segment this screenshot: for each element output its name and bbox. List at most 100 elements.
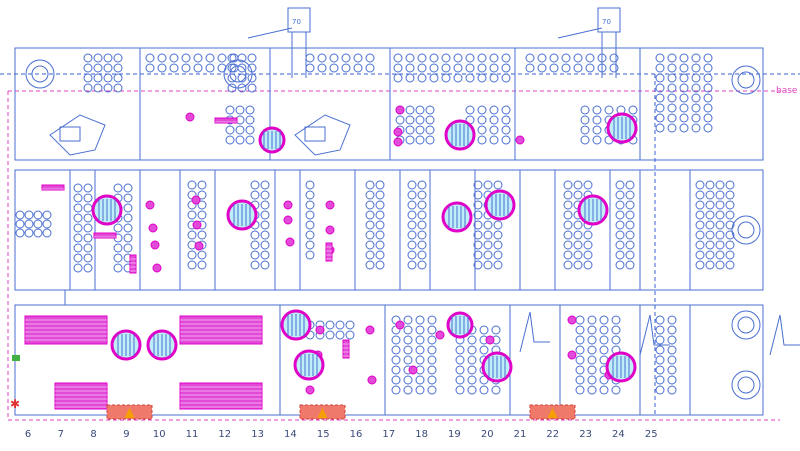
- seat-grid: [260, 220, 270, 230]
- seat-grid: [187, 250, 197, 260]
- seat-grid: [592, 105, 602, 115]
- seat-grid: [429, 63, 439, 73]
- seat-grid: [493, 180, 503, 190]
- seat-grid: [441, 63, 451, 73]
- seat-grid: [250, 250, 260, 260]
- seat-grid: [587, 345, 597, 355]
- magenta-dot: [393, 137, 403, 147]
- seat-grid: [365, 220, 375, 230]
- seat-grid: [260, 240, 270, 250]
- seat-grid: [113, 263, 123, 273]
- marker-red: ✱: [10, 397, 20, 411]
- seat-grid: [583, 260, 593, 270]
- seat-grid: [599, 315, 609, 325]
- seat-grid: [703, 53, 713, 63]
- bracket-shape: [769, 314, 800, 356]
- axis-label-14: 14: [284, 429, 297, 440]
- seat-grid: [245, 115, 255, 125]
- seat-grid: [305, 53, 315, 63]
- seat-grid: [599, 375, 609, 385]
- seat-grid: [479, 345, 489, 355]
- magenta-dot: [367, 375, 377, 385]
- seat-grid: [679, 63, 689, 73]
- seat-grid: [227, 63, 237, 73]
- seat-grid: [325, 330, 335, 340]
- axis-label-11: 11: [186, 429, 199, 440]
- seat-grid: [549, 53, 559, 63]
- seat-grid: [42, 210, 52, 220]
- seat-grid: [365, 230, 375, 240]
- seat-grid: [393, 73, 403, 83]
- axis-label-8: 8: [90, 429, 96, 440]
- seat-grid: [73, 243, 83, 253]
- seat-grid: [695, 190, 705, 200]
- axis-label-20: 20: [481, 429, 494, 440]
- seat-grid: [415, 115, 425, 125]
- seat-grid: [417, 250, 427, 260]
- seat-grid: [493, 260, 503, 270]
- blue-fixture: [731, 370, 761, 400]
- seat-grid: [365, 200, 375, 210]
- seat-grid: [341, 63, 351, 73]
- seat-grid: [467, 355, 477, 365]
- seat-grid: [473, 200, 483, 210]
- seat-grid: [695, 230, 705, 240]
- seat-grid: [33, 210, 43, 220]
- seat-grid: [417, 200, 427, 210]
- seat-grid: [655, 335, 665, 345]
- seat-grid: [391, 335, 401, 345]
- seat-grid: [425, 135, 435, 145]
- seat-grid: [455, 385, 465, 395]
- equipment-strip: [93, 232, 117, 239]
- seat-grid: [393, 63, 403, 73]
- seat-grid: [493, 220, 503, 230]
- seat-grid: [615, 250, 625, 260]
- seat-grid: [405, 73, 415, 83]
- seat-grid: [441, 53, 451, 63]
- seat-grid: [73, 263, 83, 273]
- seat-grid: [391, 385, 401, 395]
- seat-grid: [587, 315, 597, 325]
- seat-grid: [427, 345, 437, 355]
- seat-grid: [427, 365, 437, 375]
- seat-grid: [691, 93, 701, 103]
- blue-fixture: [731, 65, 761, 95]
- large-fixture-14: [605, 351, 637, 383]
- seat-grid: [235, 125, 245, 135]
- seat-grid: [667, 53, 677, 63]
- seat-grid: [83, 203, 93, 213]
- seat-grid: [667, 325, 677, 335]
- seat-grid: [477, 135, 487, 145]
- tag-label: 70: [292, 18, 301, 26]
- seat-grid: [403, 315, 413, 325]
- seat-grid: [655, 63, 665, 73]
- top-block-outline: [14, 47, 764, 161]
- seat-grid: [345, 320, 355, 330]
- seat-grid: [83, 223, 93, 233]
- seat-grid: [73, 213, 83, 223]
- seat-grid: [585, 63, 595, 73]
- warning-icon: [547, 408, 558, 418]
- seat-grid: [24, 210, 34, 220]
- seat-grid: [465, 63, 475, 73]
- seat-grid: [691, 63, 701, 73]
- seat-grid: [15, 219, 25, 229]
- seat-grid: [599, 385, 609, 395]
- seat-grid: [725, 200, 735, 210]
- large-fixture-5: [441, 201, 473, 233]
- seat-grid: [483, 220, 493, 230]
- seat-grid: [305, 190, 315, 200]
- seat-grid: [73, 223, 83, 233]
- seat-grid: [573, 190, 583, 200]
- magenta-dot: [365, 325, 375, 335]
- seat-grid: [573, 260, 583, 270]
- magenta-dot: [152, 263, 162, 273]
- seat-grid: [375, 220, 385, 230]
- seat-grid: [197, 260, 207, 270]
- seat-grid: [705, 180, 715, 190]
- magenta-dot: [325, 200, 335, 210]
- seat-grid: [479, 385, 489, 395]
- seat-grid: [123, 193, 133, 203]
- large-fixture-7: [577, 194, 609, 226]
